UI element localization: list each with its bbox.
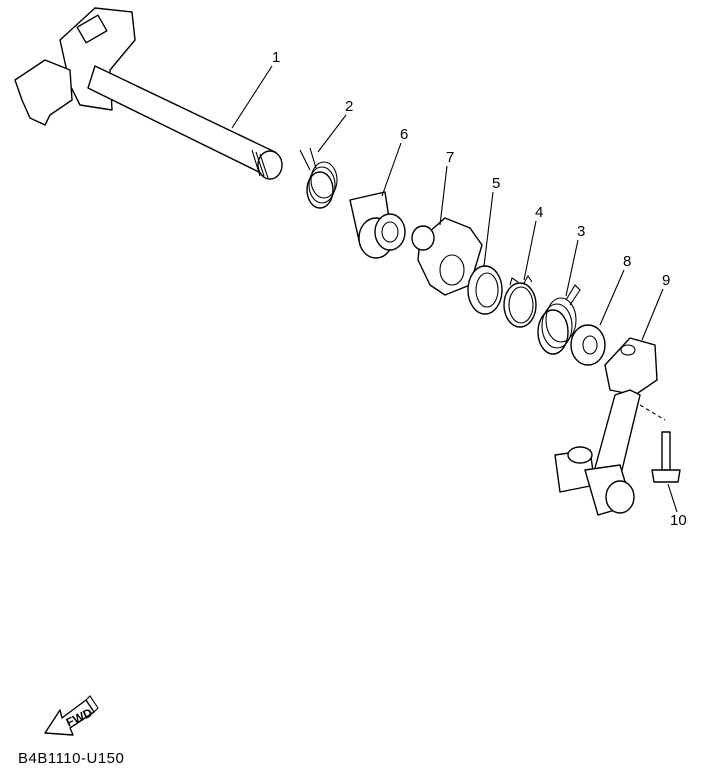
part-1-shift-shaft — [14, 7, 283, 180]
part-label-9: 9 — [662, 272, 671, 289]
leader-lines — [231, 65, 678, 513]
part-2-spring — [299, 147, 338, 209]
part-label-7: 7 — [446, 149, 455, 166]
part-7-arm — [411, 217, 483, 296]
fwd-arrow-icon: FWD — [44, 695, 99, 736]
part-3-spring — [537, 284, 581, 355]
part-label-6: 6 — [400, 126, 409, 143]
part-label-4: 4 — [535, 204, 544, 221]
part-10-bolt — [651, 431, 681, 483]
part-4-circlip — [503, 274, 537, 328]
part-label-5: 5 — [492, 175, 501, 192]
part-label-3: 3 — [577, 223, 586, 240]
drawing-code: B4B1110-U150 — [18, 750, 125, 767]
part-8-washer — [570, 324, 606, 366]
part-label-10: 10 — [670, 512, 687, 529]
part-label-1: 1 — [272, 49, 281, 66]
svg-text:FWD: FWD — [64, 705, 95, 729]
part-label-8: 8 — [623, 253, 632, 270]
part-label-2: 2 — [345, 98, 354, 115]
part-9-shift-pedal — [554, 337, 666, 516]
part-5-washer — [467, 265, 503, 315]
part-6-collar — [349, 191, 406, 259]
